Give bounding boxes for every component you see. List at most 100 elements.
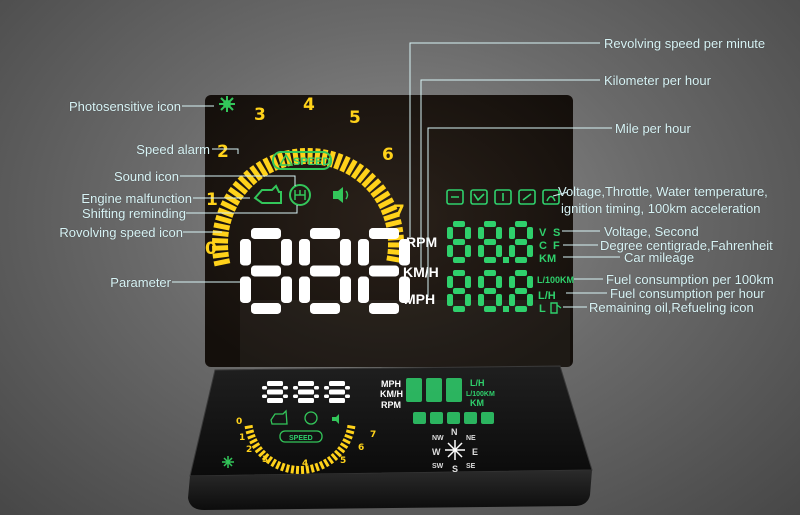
dial-segment (350, 163, 365, 180)
device-dial-segment (322, 458, 330, 468)
dial-segment (215, 214, 232, 225)
indicator-l: L (539, 303, 546, 315)
device-digit-0 (262, 381, 288, 403)
dial-segment (243, 169, 258, 186)
upper-decimal-point (503, 257, 509, 263)
dial-segment (374, 190, 391, 204)
device-label-km: KM (470, 398, 484, 408)
upper-digit-1 (478, 221, 502, 263)
dial-segment (262, 157, 275, 174)
callout-voltage-second: Voltage, Second (604, 224, 699, 239)
dial-segment (237, 175, 253, 190)
device-dial-segment (314, 462, 320, 472)
device-dial-number-4: 4 (302, 459, 308, 469)
callout-remaining-oil: Remaining oil,Refueling icon (589, 300, 754, 315)
device-dial-segment (326, 456, 335, 465)
callout-engine-malfunction: Engine malfunction (81, 191, 192, 206)
dial-number-4: 4 (303, 95, 315, 115)
callout-kilometer-per-hour: Kilometer per hour (604, 73, 711, 88)
indicator-s: S (553, 227, 560, 239)
indicator-f: F (553, 240, 560, 252)
status-icon-row (446, 189, 560, 205)
main-digit-2 (358, 228, 410, 314)
device-digit-1 (293, 381, 319, 403)
device-dial-segment (245, 429, 255, 435)
device-digit-2 (324, 381, 350, 403)
dial-segment (232, 180, 249, 195)
upper-digit-0 (447, 221, 471, 263)
device-label-lh: L/H (470, 378, 485, 388)
device-dial-segment (285, 464, 291, 473)
dial-segment (212, 251, 229, 259)
device-unit-rpm: RPM (381, 400, 401, 410)
dial-segment (383, 211, 400, 222)
device-dial-segment (318, 460, 325, 470)
device-dial-number-2: 2 (246, 445, 252, 455)
dial-segment (380, 204, 398, 216)
dial-segment (370, 184, 387, 198)
device-dial-segment (249, 438, 258, 445)
device-dial-segment (345, 429, 355, 435)
dial-number-0: 0 (205, 239, 217, 259)
dial-segment (356, 167, 371, 184)
device-dial-segment (339, 442, 349, 450)
dial-segment (211, 245, 229, 251)
compass-w: W (432, 447, 441, 457)
unit-mph: MPH (404, 291, 435, 307)
dial-segment (223, 193, 241, 206)
device-dial-number-1: 1 (239, 433, 245, 443)
dial-segment (213, 222, 231, 231)
ignition-icon (518, 189, 536, 205)
device-dial-number-5: 5 (340, 456, 346, 466)
callout-voltage-throttle: Voltage,Throttle, Water temperature, (558, 184, 768, 199)
dial-segment (385, 219, 402, 228)
compass-ne: NE (466, 435, 476, 442)
device-dial-segment (254, 446, 263, 454)
refuel-icon (550, 302, 562, 314)
device-dial-number-3: 3 (262, 455, 268, 465)
hud-device: MPH KM/H RPM L/H L/100KM KM N S W E NE N… (188, 365, 593, 510)
callout-car-mileage: Car mileage (624, 250, 695, 265)
device-dial-segment (261, 453, 270, 462)
dial-segment (213, 258, 231, 267)
device-dial-segment (337, 446, 346, 454)
device-dial-number-7: 7 (370, 430, 376, 440)
callout-parameter: Parameter (110, 275, 171, 290)
compass-icon (445, 440, 465, 460)
device-front-face (188, 470, 592, 510)
device-dial-segment (305, 465, 310, 474)
lower-digit-2 (509, 270, 533, 312)
device-dial-segment (265, 456, 274, 465)
device-dial-segment (334, 449, 342, 458)
dial-segment (255, 160, 269, 178)
warning-triangle-icon (278, 153, 294, 166)
lower-decimal-point (503, 306, 509, 312)
dial-number-6: 6 (382, 145, 394, 165)
dial-number-3: 3 (254, 105, 266, 125)
device-dial-segment (330, 453, 339, 462)
device-unit-kmh: KM/H (380, 389, 403, 399)
device-digits (262, 381, 350, 403)
callout-degree: Degree centigrade,Fahrenheit (600, 238, 773, 253)
device-dial-segment (251, 442, 261, 450)
device-dial-segment (258, 449, 266, 458)
dial-number-5: 5 (349, 108, 361, 128)
dial-number-1: 1 (206, 190, 218, 210)
dial-segment (249, 165, 263, 181)
callout-leader-lines (172, 42, 620, 308)
device-dial-segment (290, 465, 295, 474)
main-digit-1 (299, 228, 351, 314)
speed-alarm-icon: SPEED (272, 151, 332, 170)
callout-fuel-per-100km: Fuel consumption per 100km (606, 272, 774, 287)
device-dial-segment (275, 460, 282, 470)
device-dial-number-6: 6 (358, 443, 364, 453)
device-dial-segment (244, 424, 253, 430)
dial-segment (212, 230, 229, 238)
device-right-digits (406, 378, 494, 424)
callout-shifting-reminding: Shifting reminding (81, 206, 186, 221)
speed-badge-label: SPEED (293, 156, 330, 168)
dial-segment (377, 197, 395, 210)
indicator-lh: L/H (538, 290, 556, 302)
